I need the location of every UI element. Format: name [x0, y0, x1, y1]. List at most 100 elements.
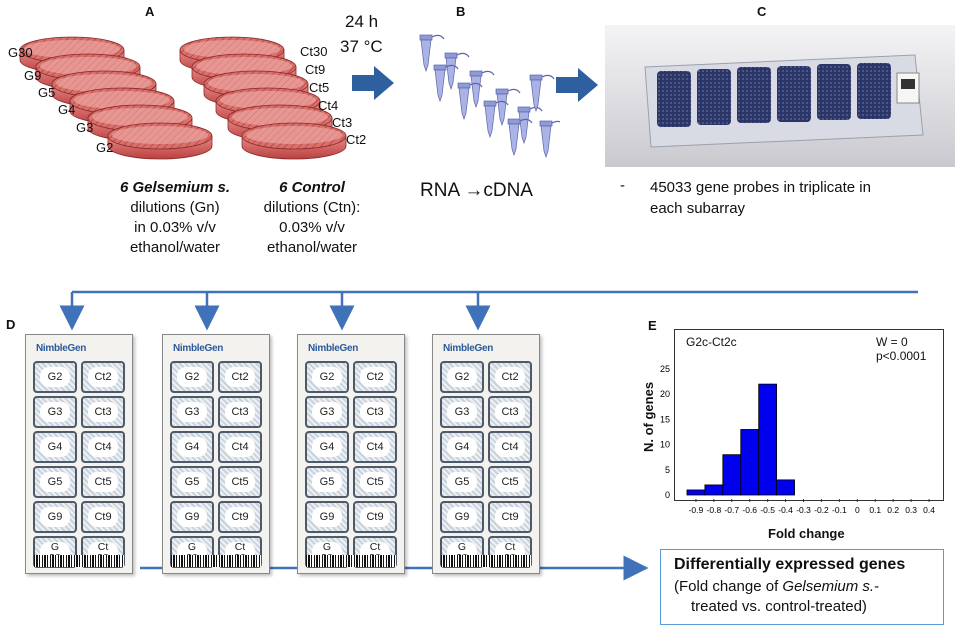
array-well: Ct5 [488, 466, 532, 498]
dish-label-g30: G30 [8, 45, 33, 60]
histogram-frame [674, 329, 944, 501]
dish-label-g5: G5 [38, 85, 56, 100]
x-tick-label: -0.8 [707, 505, 722, 515]
probe-caption-line: 45033 gene probes in triplicate in [650, 179, 871, 196]
array-well: Ct9 [218, 501, 262, 533]
array-well: G4 [305, 431, 349, 463]
y-tick-label: 25 [660, 364, 670, 374]
x-tick-label: -0.9 [689, 505, 704, 515]
array-well-label: G3 [312, 402, 342, 422]
histogram-bar [776, 479, 795, 496]
array-well-label: G4 [447, 437, 477, 457]
array-well-label: G5 [177, 472, 207, 492]
y-tick-label: 10 [660, 440, 670, 450]
array-well: G2 [33, 361, 77, 393]
array-well-label: Ct4 [225, 437, 255, 457]
array-well-label: Ct5 [360, 472, 390, 492]
array-well: Ct4 [488, 431, 532, 463]
array-well: Ct5 [353, 466, 397, 498]
array-well: G4 [33, 431, 77, 463]
array-well: Ct3 [353, 396, 397, 428]
y-axis-label: N. of genes [641, 381, 656, 452]
probe-bullet: - [620, 177, 625, 194]
result-line-1: (Fold change of Gelsemium s.- [674, 578, 879, 595]
array-well-label: G2 [177, 367, 207, 387]
probe-caption-line: each subarray [650, 200, 746, 217]
dish-label-g4: G4 [58, 102, 76, 117]
dish-label-g2: G2 [96, 140, 114, 155]
histogram-bar [686, 489, 706, 496]
array-well-label: G9 [177, 507, 207, 527]
array-well-label: Ct4 [360, 437, 390, 457]
array-well-label: G4 [40, 437, 70, 457]
result-line-1-a: (Fold change of [674, 578, 783, 595]
array-well: Ct4 [81, 431, 125, 463]
dish-label-g3: G3 [76, 120, 94, 135]
x-tick-label: -0.5 [760, 505, 775, 515]
probe-caption: 45033 gene probes in triplicate in each … [650, 177, 871, 219]
array-well: Ct9 [81, 501, 125, 533]
array-well: G2 [305, 361, 349, 393]
array-well-label: G9 [447, 507, 477, 527]
histogram-bar [722, 454, 742, 496]
array-well: Ct2 [218, 361, 262, 393]
array-well: G3 [305, 396, 349, 428]
array-well-label: G3 [177, 402, 207, 422]
array-well-label: Ct5 [88, 472, 118, 492]
tube-icon [507, 118, 533, 157]
dish-label-g9: G9 [24, 68, 42, 83]
array-well: G3 [33, 396, 77, 428]
array-well-label: G9 [312, 507, 342, 527]
array-well-label: G5 [40, 472, 70, 492]
control-caption-line: ethanol/water [266, 239, 358, 256]
array-well-label: Ct2 [225, 367, 255, 387]
histogram-inset-label: G2c-Ct2c [686, 335, 737, 349]
tube-icon [529, 74, 555, 113]
array-well: Ct2 [353, 361, 397, 393]
dish-label-ct30: Ct30 [300, 44, 328, 59]
array-well-label: Ct9 [88, 507, 118, 527]
chip-logo: NimbleGen [173, 343, 224, 354]
array-well-label: Ct5 [225, 472, 255, 492]
array-well: Ct4 [353, 431, 397, 463]
array-well-label: G3 [447, 402, 477, 422]
y-tick-label: 5 [665, 465, 670, 475]
x-tick-label: 0.4 [923, 505, 935, 515]
array-well: Ct9 [488, 501, 532, 533]
result-title: Differentially expressed genes [674, 556, 906, 573]
array-well-label: G3 [40, 402, 70, 422]
control-caption-line: 0.03% v/v [279, 219, 345, 236]
tube-icon [433, 64, 459, 103]
dish-label-ct3: Ct3 [332, 115, 353, 130]
arrow-a-to-b-icon [352, 66, 394, 100]
control-caption: 6 Control dilutions (Ctn): 0.03% v/v eth… [242, 178, 382, 258]
x-tick-label: 0.1 [869, 505, 881, 515]
histogram-bar [740, 429, 760, 496]
control-caption-line: dilutions (Ctn): [263, 199, 361, 216]
chip-logo: NimbleGen [308, 343, 359, 354]
chip-barcode [306, 555, 396, 567]
result-line-1-b: - [874, 578, 880, 595]
array-well-label: Ct4 [88, 437, 118, 457]
dish-label-ct4: Ct4 [318, 98, 339, 113]
tube-icon [539, 120, 560, 159]
y-tick-label: 0 [665, 490, 670, 500]
y-tick-label: 20 [660, 389, 670, 399]
dish-label-ct2: Ct2 [346, 132, 367, 147]
differential-expression-box: Differentially expressed genes (Fold cha… [660, 549, 944, 625]
result-line-1-italic: Gelsemium s. [782, 578, 875, 595]
chip-barcode [441, 555, 531, 567]
array-well-label: Ct9 [225, 507, 255, 527]
array-well: Ct5 [218, 466, 262, 498]
array-well-label: Ct4 [495, 437, 525, 457]
rna-cdna-caption: RNA →cDNA [420, 180, 533, 201]
array-well: G9 [440, 501, 484, 533]
dish-label-ct5: Ct5 [309, 80, 330, 95]
stat-w: W = 0 [876, 335, 908, 349]
array-well-label: Ct3 [495, 402, 525, 422]
array-well: G9 [33, 501, 77, 533]
tube-icon [483, 100, 509, 139]
